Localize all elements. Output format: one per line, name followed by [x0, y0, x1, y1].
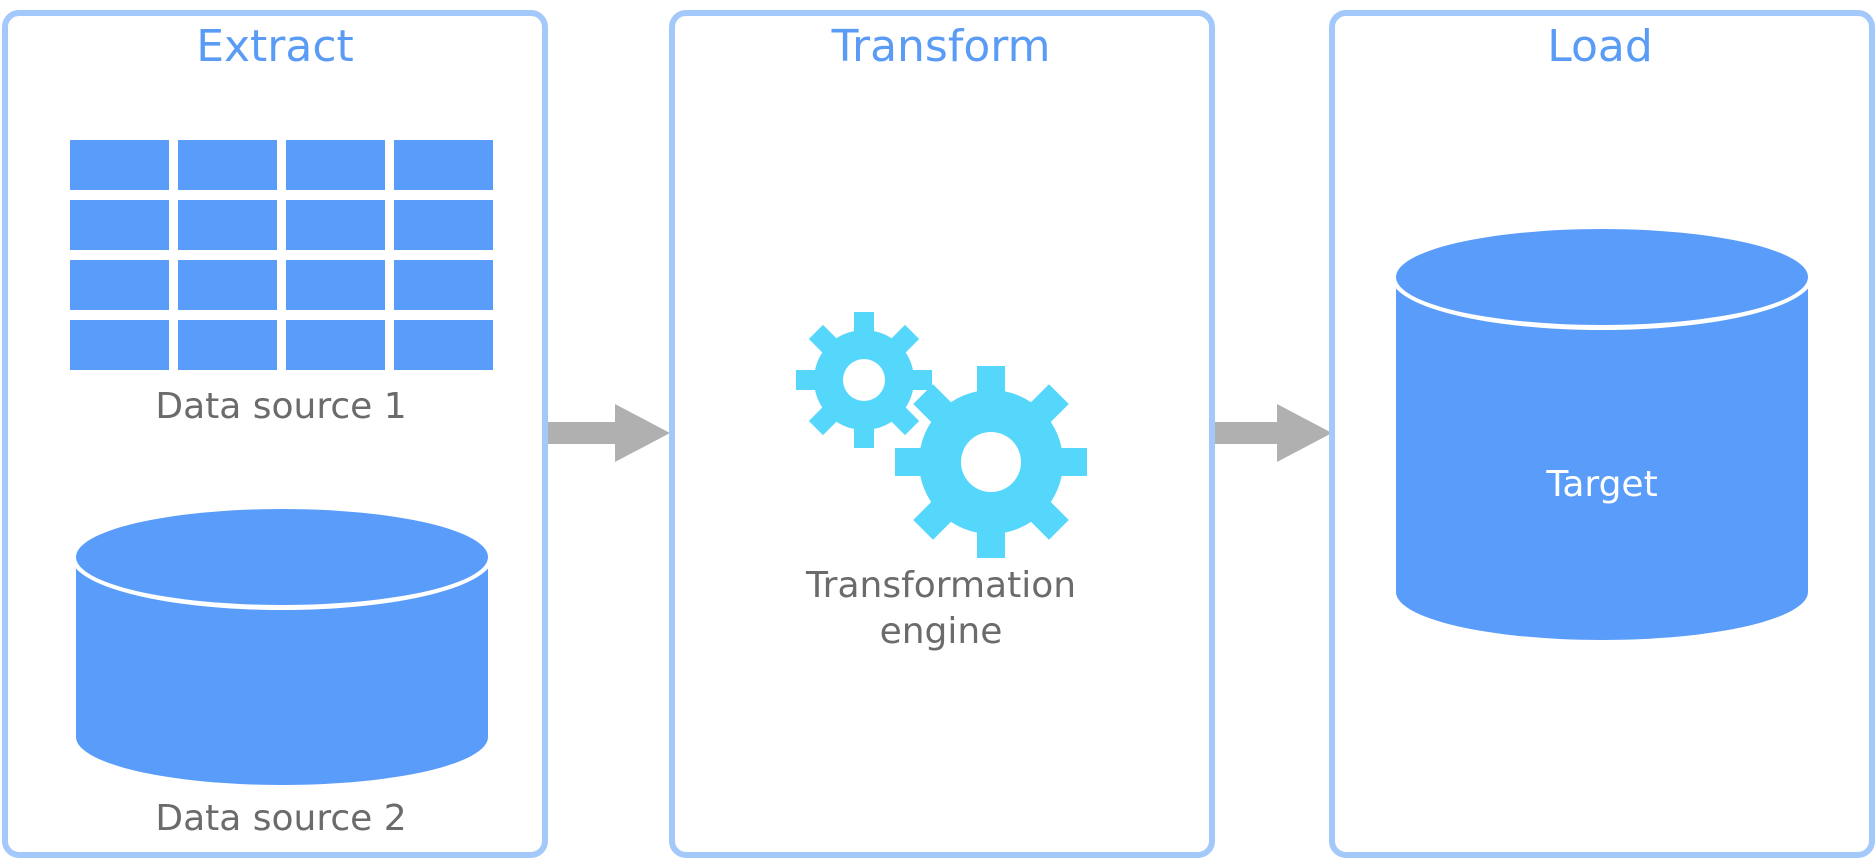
panel-transform-title: Transform — [831, 21, 1051, 72]
data-source-2-label: Data source 2 — [155, 798, 406, 839]
database-cylinder-icon — [71, 504, 493, 785]
table-grid-icon — [70, 140, 493, 370]
panel-transform: Transform — [669, 10, 1215, 858]
large-gear-icon — [895, 366, 1087, 558]
panel-load-title: Load — [1547, 21, 1653, 72]
right-arrow-icon — [1215, 404, 1332, 462]
target-label: Target — [1545, 464, 1657, 505]
panel-load: Load Target — [1329, 10, 1875, 858]
transformation-engine-label-line2: engine — [880, 611, 1003, 652]
small-gear-icon — [796, 312, 932, 448]
panel-extract: Extract Data source 1 Da — [2, 10, 548, 858]
right-arrow-icon — [548, 404, 670, 462]
gears-icon — [796, 312, 1087, 558]
database-cylinder-icon — [1391, 224, 1813, 640]
data-source-1-label: Data source 1 — [155, 386, 406, 427]
transformation-engine-label-line1: Transformation — [805, 565, 1076, 606]
panel-extract-title: Extract — [196, 21, 354, 72]
